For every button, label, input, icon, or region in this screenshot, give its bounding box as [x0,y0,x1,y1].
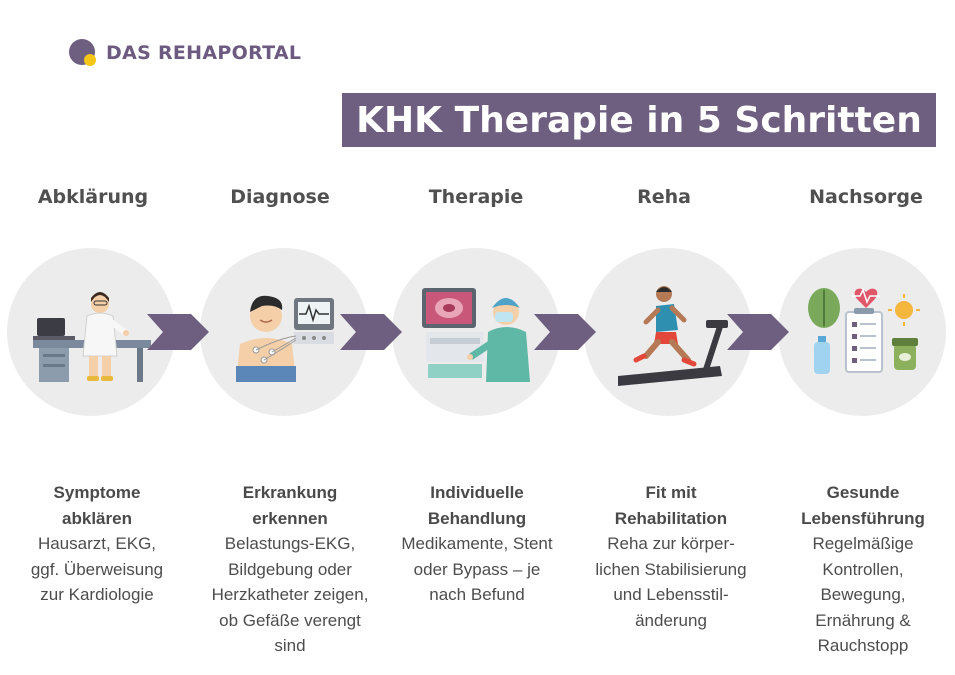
arrow-right-icon [340,314,402,350]
step-text: Hausarzt, EKG, ggf. Überweisung zur Kard… [30,534,164,604]
arrow-right-icon [534,314,596,350]
page-title: KHK Therapie in 5 Schritten [342,93,936,147]
arrow-right-icon [147,314,209,350]
step-description-therapie: Individuelle Behandlung Medikamente, Ste… [386,480,568,608]
step-circle-abklaerung [7,248,175,416]
step-circle-therapie [392,248,560,416]
surgeon-monitor-icon [422,288,530,382]
step-description-abklaerung: Symptome abklären Hausarzt, EKG, ggf. Üb… [6,480,188,608]
logo-mark-icon [68,38,98,68]
step-text: Regelmäßige Kontrollen, Bewegung, Ernähr… [812,534,914,655]
step-label-abklaerung: Abklärung [37,186,149,208]
step-heading: Symptome abklären [53,483,141,528]
step-heading: Gesunde Lebensführung [801,483,925,528]
step-label-diagnose: Diagnose [230,186,330,208]
step-heading: Erkrankung erkennen [242,483,338,528]
step-text: Belastungs-EKG, Bildgebung oder Herzkath… [211,534,369,655]
step-text: Medikamente, Stent oder Bypass – je nach… [401,534,553,604]
step-circle-reha [584,248,752,416]
step-circle-nachsorge [778,248,946,416]
step-description-reha: Fit mit Rehabilitation Reha zur körper-l… [580,480,762,633]
brand-name: DAS REHAPORTAL [106,42,302,64]
doctor-at-desk-icon [33,292,151,382]
step-description-diagnose: Erkrankung erkennen Belastungs-EKG, Bild… [199,480,381,659]
treadmill-runner-icon [618,286,728,386]
brand-logo: DAS REHAPORTAL [68,38,301,68]
step-label-therapie: Therapie [428,186,524,208]
ecg-patient-icon [236,295,334,382]
step-label-reha: Reha [637,186,691,208]
step-heading: Fit mit Rehabilitation [614,483,728,528]
step-label-nachsorge: Nachsorge [809,186,923,208]
step-text: Reha zur körper-lichen Stabilisierung un… [595,534,747,630]
step-heading: Individuelle Behandlung [427,483,527,528]
step-description-nachsorge: Gesunde Lebensführung Regelmäßige Kontro… [772,480,954,659]
step-circle-diagnose [200,248,368,416]
arrow-right-icon [727,314,789,350]
healthy-lifestyle-icon [808,288,920,374]
